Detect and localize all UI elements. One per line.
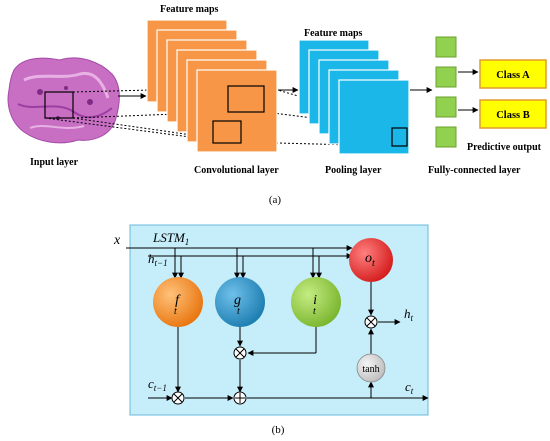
fc-layer-label: Fully-connected layer [428, 165, 521, 176]
conv-output-box [212, 120, 242, 144]
conv-kernel-box [227, 85, 265, 113]
pool-box [391, 127, 408, 147]
multiply-gi-op [233, 346, 247, 360]
h-prev-label: ht−1 [148, 251, 168, 268]
input-receptive-field [44, 91, 74, 119]
conv-layer-label: Convolutional layer [194, 165, 279, 176]
class-b-box [479, 99, 547, 129]
h-t-label: ht [404, 306, 414, 323]
class-a-label: Class A [496, 70, 530, 81]
c-t-label: ct [405, 379, 414, 396]
tanh-label: tanh [362, 364, 379, 375]
input-layer-label: Input layer [30, 157, 79, 168]
output-gate [349, 238, 393, 282]
fc-nodes [435, 36, 457, 148]
caption-b: (b) [272, 424, 285, 436]
cnn-diagram: Class A Class B Feature maps Feature map… [7, 4, 547, 206]
input-image [7, 57, 120, 144]
input-gate [291, 277, 341, 327]
lstm-title: LSTM1 [152, 230, 189, 247]
add-op [233, 391, 247, 405]
multiply-ht-op [364, 315, 378, 329]
lstm-connections [126, 245, 429, 401]
conv-feature-maps [146, 19, 278, 153]
pool-feature-maps [298, 39, 410, 155]
feature-maps-pool-label: Feature maps [304, 28, 363, 39]
multiply-ct-op [171, 391, 185, 405]
input-modulation-gate [215, 277, 265, 327]
x-input-label: x [113, 233, 121, 248]
gate-o-label: ot [365, 251, 375, 269]
class-b-label: Class B [496, 110, 530, 121]
pool-layer-label: Pooling layer [325, 165, 382, 176]
predictive-output-label: Predictive output [467, 142, 542, 153]
c-prev-label: ct−1 [148, 376, 167, 393]
feature-maps-conv-label: Feature maps [160, 4, 219, 15]
class-a-box [479, 59, 547, 89]
caption-a: (a) [269, 194, 282, 206]
tanh-node [356, 353, 386, 383]
forget-gate [153, 277, 203, 327]
lstm-diagram: LSTM1 [113, 224, 429, 436]
